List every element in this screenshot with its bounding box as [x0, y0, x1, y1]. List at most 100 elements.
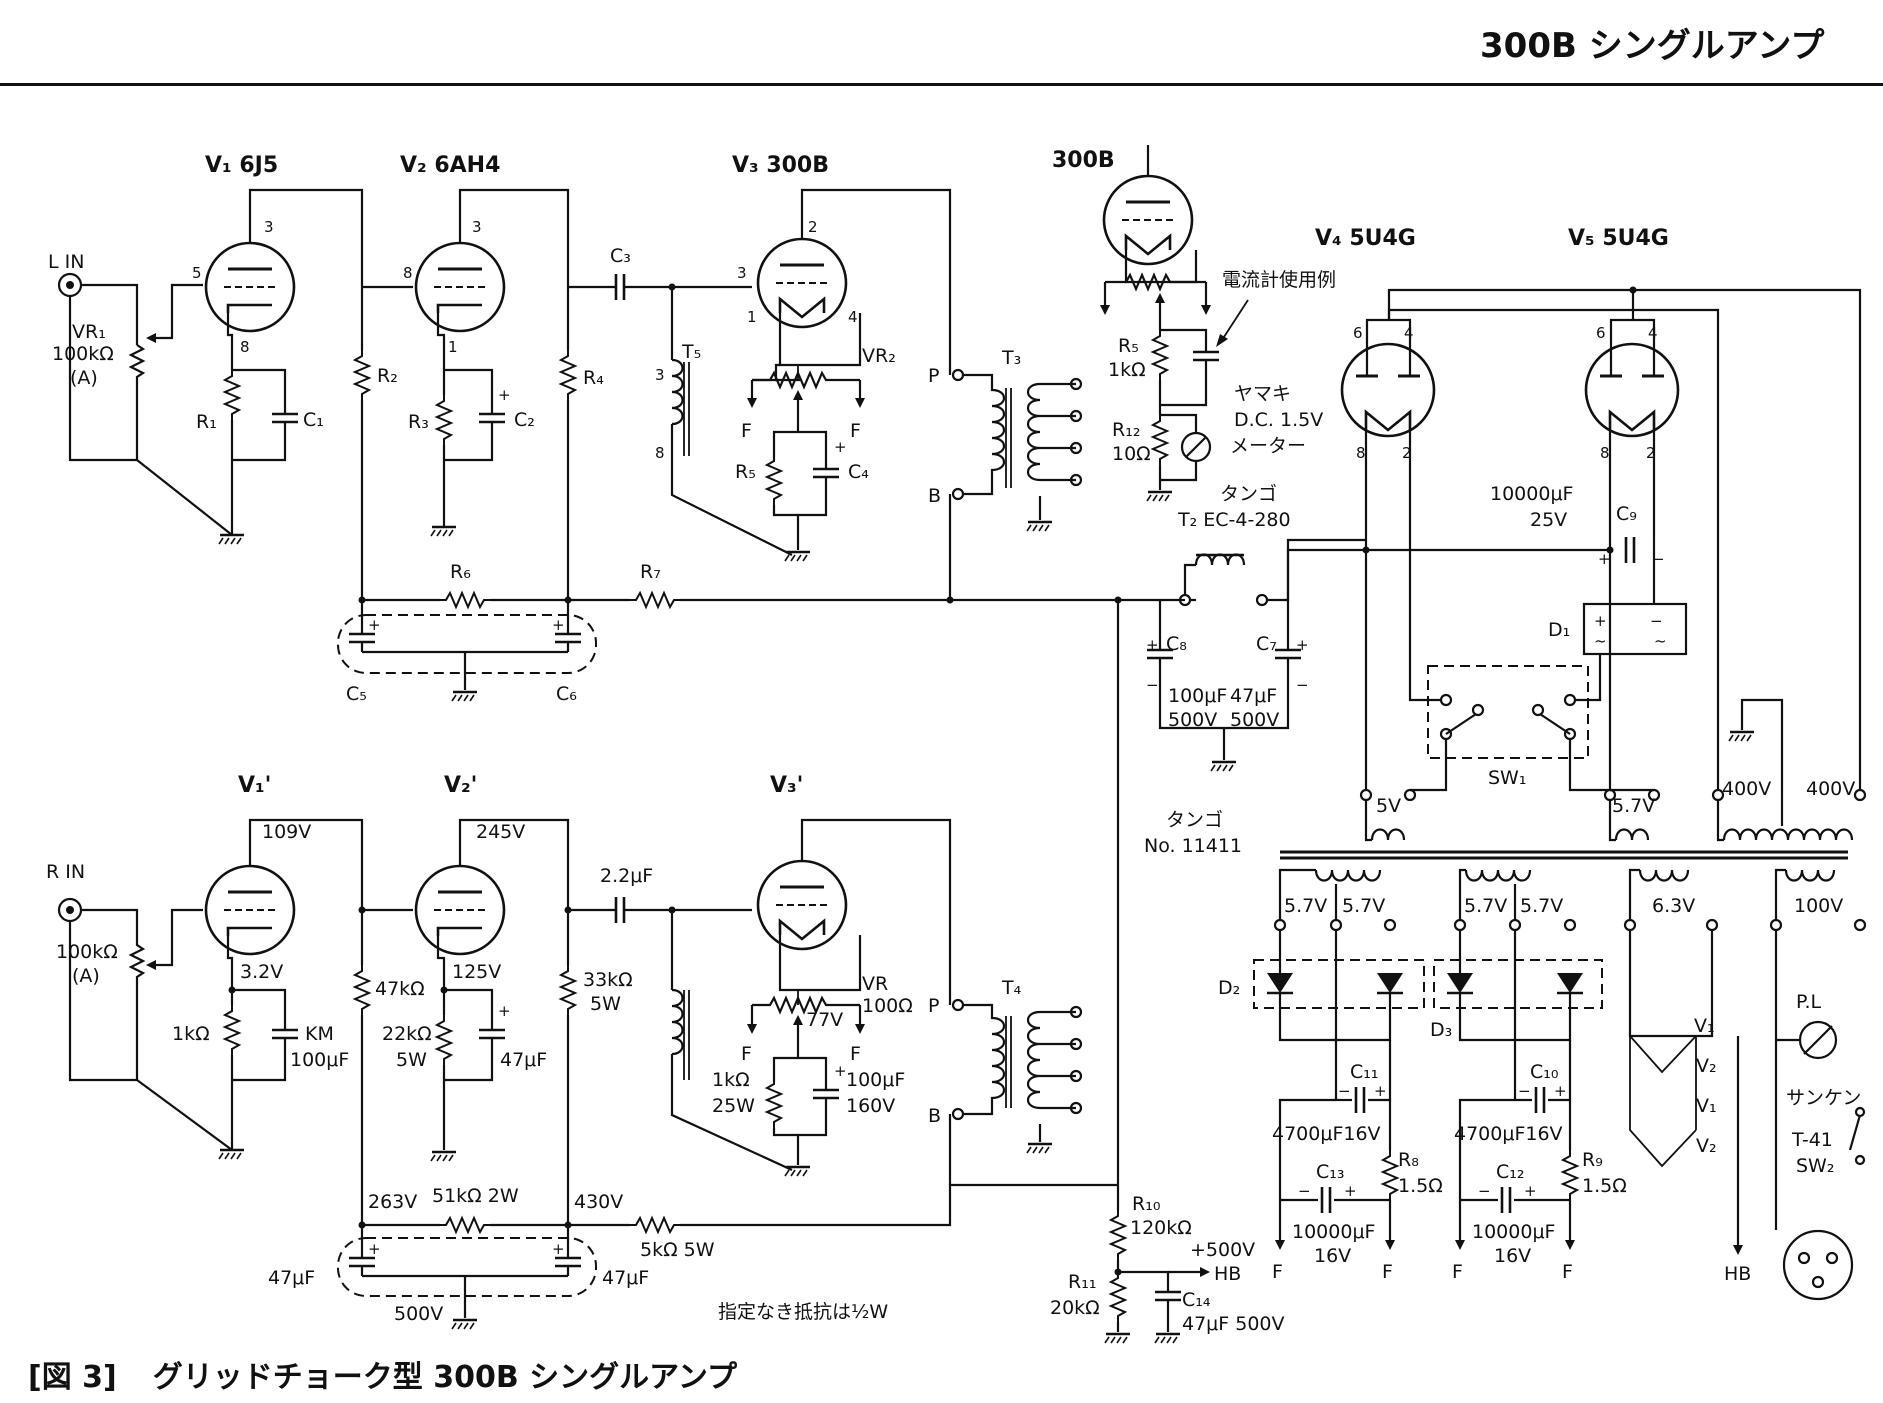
b1-voltage: 263V [368, 1191, 417, 1213]
c7-volt: 500V [1230, 709, 1279, 731]
ck2-value: 47μF [500, 1049, 547, 1071]
c9-volt: 25V [1530, 509, 1567, 531]
meter-r5-value: 1kΩ [1108, 359, 1146, 381]
input-l-label: L IN [48, 251, 84, 273]
svg-text:5: 5 [192, 264, 202, 282]
p-label-r: P [928, 995, 939, 1017]
b-plus-voltage: +500V [1190, 1239, 1255, 1261]
heater-v2-a: V₂ [1696, 1055, 1717, 1077]
heater-v1-b: V₁ [1696, 1095, 1717, 1117]
meter-tube-label: 300B [1052, 148, 1115, 173]
vr-right-label: VR [862, 973, 888, 995]
t4-label: T₄ [1001, 977, 1022, 999]
left-channel: L IN VR₁ 100kΩ (A) V₁ 6J5 538 R₁ C₁ R₂ V… [48, 153, 1185, 705]
f-label-r2: F [850, 1043, 861, 1065]
vr-right-ohm: 100Ω [862, 995, 913, 1017]
svg-text:+: + [1554, 1082, 1567, 1100]
svg-text:8: 8 [655, 444, 665, 462]
v2-right-tube-label: V₂' [444, 773, 477, 798]
vr-right-value: 100kΩ [56, 941, 118, 963]
meter-r12-label: R₁₂ [1112, 419, 1140, 441]
f-label-l1: F [741, 420, 752, 442]
svg-text:+: + [1524, 1182, 1537, 1200]
v3-tube-label: V₃ 300B [732, 153, 829, 178]
svg-text:−: − [1650, 612, 1663, 630]
rk2-value: 22kΩ [382, 1023, 432, 1045]
c13-value: 10000μF [1292, 1221, 1375, 1243]
figure-title: グリッドチョーク型 300B シングルアンプ [152, 1360, 738, 1395]
c9-label: C₉ [1616, 503, 1637, 525]
svg-text:8: 8 [1600, 444, 1610, 462]
svg-text:−: − [1338, 1082, 1351, 1100]
c11-label: C₁₁ [1350, 1061, 1379, 1083]
winding-400v-a: 400V [1722, 778, 1771, 800]
meter-label: メーター [1230, 435, 1306, 457]
rp1-value: 47kΩ [375, 978, 425, 1000]
c2-label: C₂ [514, 409, 535, 431]
r11-label: R₁₁ [1068, 1271, 1096, 1293]
sw1-label: SW₁ [1488, 767, 1526, 789]
v1-right-cathode-voltage: 3.2V [240, 961, 283, 983]
c1-label: C₁ [303, 409, 324, 431]
svg-text:−: − [1146, 676, 1159, 694]
f-label-r1: F [741, 1043, 752, 1065]
svg-text:−: − [1478, 1182, 1491, 1200]
ck1-value: 100μF [290, 1049, 349, 1071]
meter-r12-value: 10Ω [1112, 443, 1151, 465]
svg-text:−: − [1296, 676, 1309, 694]
svg-text:+: + [1146, 636, 1159, 654]
c14-label: C₁₄ [1182, 1289, 1211, 1311]
c8-label: C₈ [1166, 633, 1187, 655]
meter-note: 電流計使用例 [1222, 269, 1336, 291]
header-rule [0, 83, 1883, 86]
d3-label: D₃ [1430, 1019, 1452, 1041]
c5-label: C₅ [346, 683, 367, 705]
b-label-l: B [928, 485, 941, 507]
svg-text:1: 1 [747, 308, 757, 326]
choke-label: T₂ EC-4-280 [1177, 509, 1291, 531]
r3-label: R₃ [408, 411, 429, 433]
meter-range: D.C. 1.5V [1234, 409, 1323, 431]
svg-text:−: − [1652, 550, 1665, 568]
svg-text:3: 3 [737, 264, 747, 282]
c9-value: 10000μF [1490, 483, 1573, 505]
ck1-label: KM [305, 1023, 334, 1045]
b-label-r: B [928, 1105, 941, 1127]
v3-right-tube-label: V₃' [770, 773, 803, 798]
svg-text:+: + [1594, 612, 1607, 630]
rk2-watt: 5W [396, 1049, 427, 1071]
r2-label: R₂ [377, 365, 398, 387]
r8-label: R₈ [1398, 1149, 1419, 1171]
v1-tube-label: V₁ 6J5 [205, 153, 278, 178]
v5-tube-label: V₅ 5U4G [1568, 226, 1669, 251]
svg-text:3: 3 [655, 366, 665, 384]
p-label-l: P [928, 365, 939, 387]
r5-label: R₅ [735, 461, 756, 483]
pt-model: No. 11411 [1144, 835, 1242, 857]
v2-right-plate-voltage: 245V [476, 821, 525, 843]
svg-text:8: 8 [1356, 444, 1366, 462]
right-channel: R IN 100kΩ (A) V₁' 109V 3.2V 1kΩ KM 100μ… [46, 773, 1118, 1331]
c-dec-left-value: 47μF [268, 1267, 315, 1289]
vr1-taper: (A) [70, 367, 98, 389]
meter-maker: ヤマキ [1234, 383, 1291, 405]
c4-label: C₄ [848, 461, 869, 483]
winding-57v-top: 5.7V [1612, 795, 1655, 817]
vr2-label: VR₂ [862, 345, 896, 367]
v4-tube-label: V₄ 5U4G [1315, 226, 1416, 251]
c12-volt: 16V [1494, 1245, 1531, 1267]
pl-label: P.L [1796, 991, 1822, 1013]
svg-text:+: + [552, 1240, 565, 1258]
r11-value: 20kΩ [1050, 1297, 1100, 1319]
r-dec1-value: 51kΩ 2W [432, 1185, 519, 1207]
c10-value: 4700μF16V [1454, 1123, 1563, 1145]
f-label-d2b: F [1382, 1261, 1393, 1283]
meter-example: 300B R₅ 1kΩ R₁₂ 10Ω 電流計使用例 ヤマキ D.C. 1.5V… [1052, 145, 1336, 503]
ck3-value: 100μF [846, 1069, 905, 1091]
svg-text:~: ~ [1654, 632, 1667, 650]
svg-text:+: + [368, 1240, 381, 1258]
c-coupling-value: 2.2μF [600, 865, 653, 887]
r9-label: R₉ [1582, 1149, 1603, 1171]
r9-value: 1.5Ω [1582, 1175, 1627, 1197]
b2-voltage: 430V [574, 1191, 623, 1213]
